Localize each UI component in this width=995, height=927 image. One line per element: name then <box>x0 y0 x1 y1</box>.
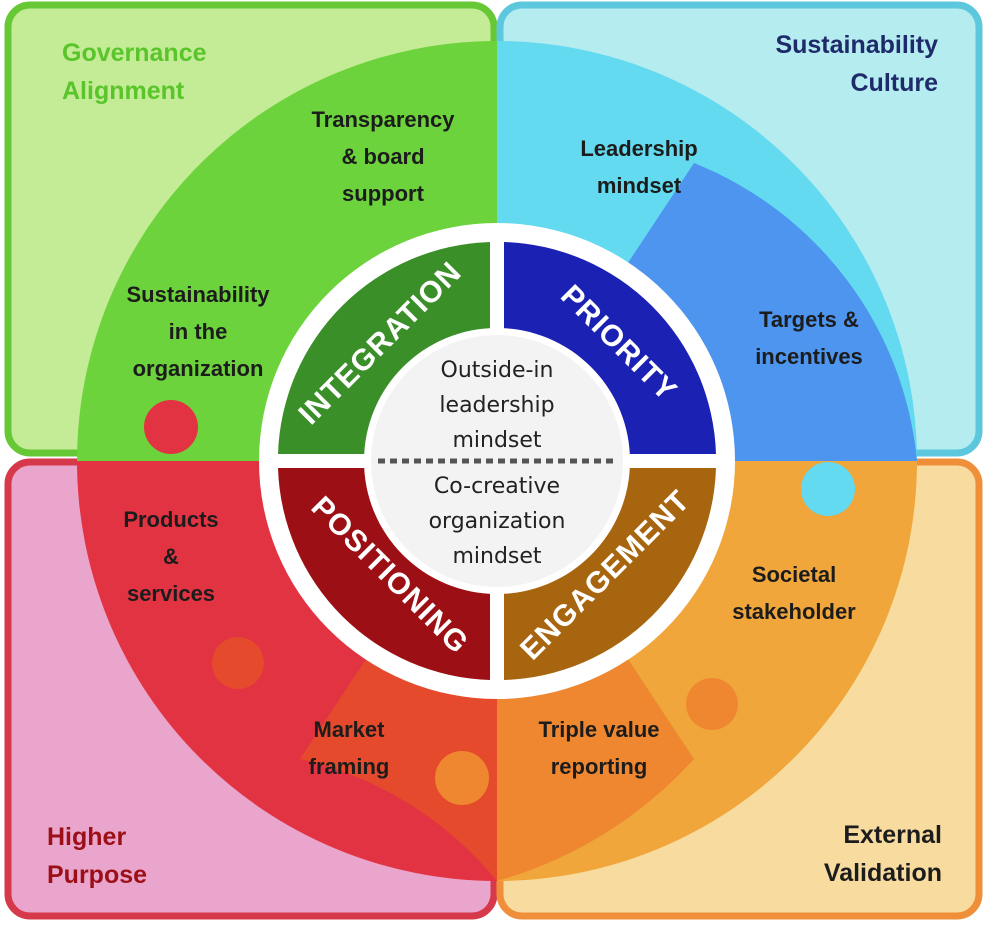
corner-title-purpose-1: Higher <box>47 823 126 851</box>
puzzle-knob-validation <box>686 678 738 730</box>
puzzle-knob-bottom <box>435 751 489 805</box>
piece-label-societal-2: stakeholder <box>732 599 856 624</box>
piece-label-transparency-1: Transparency <box>311 107 455 132</box>
puzzle-knob-right <box>801 462 855 516</box>
piece-label-market-2: framing <box>309 754 390 779</box>
piece-label-societal-1: Societal <box>752 562 836 587</box>
piece-label-sustain-org-2: in the <box>169 319 228 344</box>
piece-label-leadership-2: mindset <box>597 173 682 198</box>
core-text-bottom-3: mindset <box>452 544 541 569</box>
piece-label-market-1: Market <box>314 717 386 742</box>
piece-label-targets-2: incentives <box>755 344 863 369</box>
core-text-top-1: Outside-in <box>441 358 554 383</box>
corner-title-validation-1: External <box>843 821 942 849</box>
core-text-top-3: mindset <box>452 428 541 453</box>
puzzle-knob-left <box>144 400 198 454</box>
puzzle-knob-governance <box>266 184 314 232</box>
piece-label-triple-1: Triple value <box>538 717 659 742</box>
corner-title-culture-1: Sustainability <box>775 31 938 59</box>
puzzle-knob-culture <box>734 206 786 258</box>
core-text-top-2: leadership <box>439 393 554 418</box>
piece-label-sustain-org-3: organization <box>133 356 264 381</box>
corner-title-purpose-2: Purpose <box>47 861 147 889</box>
piece-label-products-1: Products <box>123 507 218 532</box>
piece-label-transparency-2: & board <box>341 144 424 169</box>
piece-label-triple-2: reporting <box>551 754 648 779</box>
core-text-bottom-1: Co-creative <box>434 474 560 499</box>
core-circle <box>371 335 623 587</box>
corner-title-governance-2: Alignment <box>62 77 185 105</box>
puzzle-knob-top <box>501 108 555 162</box>
piece-label-products-2: & <box>163 544 179 569</box>
core-text-bottom-2: organization <box>429 509 566 534</box>
piece-label-products-3: services <box>127 581 215 606</box>
piece-label-transparency-3: support <box>342 181 425 206</box>
piece-label-sustain-org-1: Sustainability <box>126 282 270 307</box>
puzzle-knob-purpose <box>212 637 264 689</box>
piece-label-leadership-1: Leadership <box>580 136 697 161</box>
corner-title-culture-2: Culture <box>851 69 939 97</box>
piece-label-targets-1: Targets & <box>759 307 859 332</box>
corner-title-validation-2: Validation <box>824 859 942 887</box>
corner-title-governance-1: Governance <box>62 39 207 67</box>
